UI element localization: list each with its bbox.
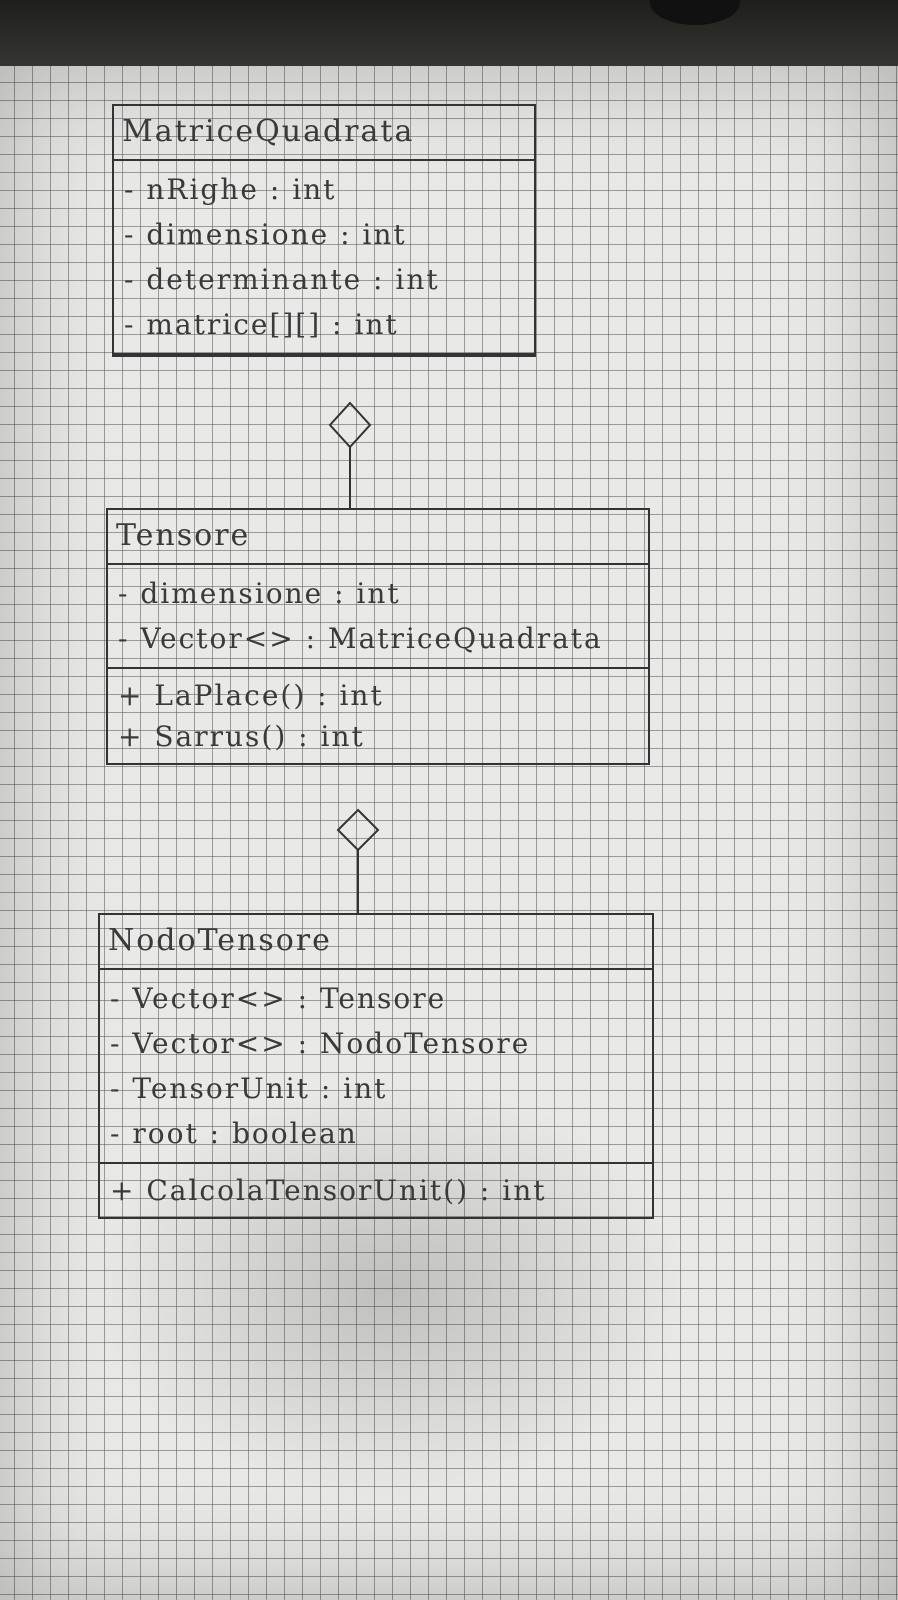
attribute: - Vector<> : NodoTensore [110,1027,531,1060]
method: + LaPlace() : int [118,679,384,712]
class-name: MatriceQuadrata [114,106,534,161]
method: + Sarrus() : int [118,720,365,753]
attributes-section: - dimensione : int - Vector<> : MatriceQ… [108,565,648,669]
method: + CalcolaTensorUnit() : int [110,1174,547,1207]
class-nodo-tensore[interactable]: NodoTensore - Vector<> : Tensore - Vecto… [98,913,654,1219]
methods-section: + CalcolaTensorUnit() : int [100,1164,652,1217]
class-matrice-quadrata[interactable]: MatriceQuadrata - nRighe : int - dimensi… [112,104,536,357]
attribute: - determinante : int [124,263,440,296]
methods-section: + LaPlace() : int + Sarrus() : int [108,669,648,763]
attributes-section: - Vector<> : Tensore - Vector<> : NodoTe… [100,970,652,1164]
aggregation-nodotensore-tensore [336,808,380,913]
class-tensore[interactable]: Tensore - dimensione : int - Vector<> : … [106,508,650,765]
attribute: - dimensione : int [118,577,401,610]
attribute: - nRighe : int [124,173,337,206]
attribute: - matrice[][] : int [124,308,399,341]
attribute: - dimensione : int [124,218,407,251]
attribute: - TensorUnit : int [110,1072,388,1105]
aggregation-tensore-matricequadrata [328,401,372,508]
attribute: - Vector<> : MatriceQuadrata [118,622,603,655]
attribute: - Vector<> : Tensore [110,982,447,1015]
class-name: Tensore [108,510,648,565]
attribute: - root : boolean [110,1117,358,1150]
grid-paper [0,66,898,1600]
attributes-section: - nRighe : int - dimensione : int - dete… [114,161,534,355]
class-name: NodoTensore [100,915,652,970]
